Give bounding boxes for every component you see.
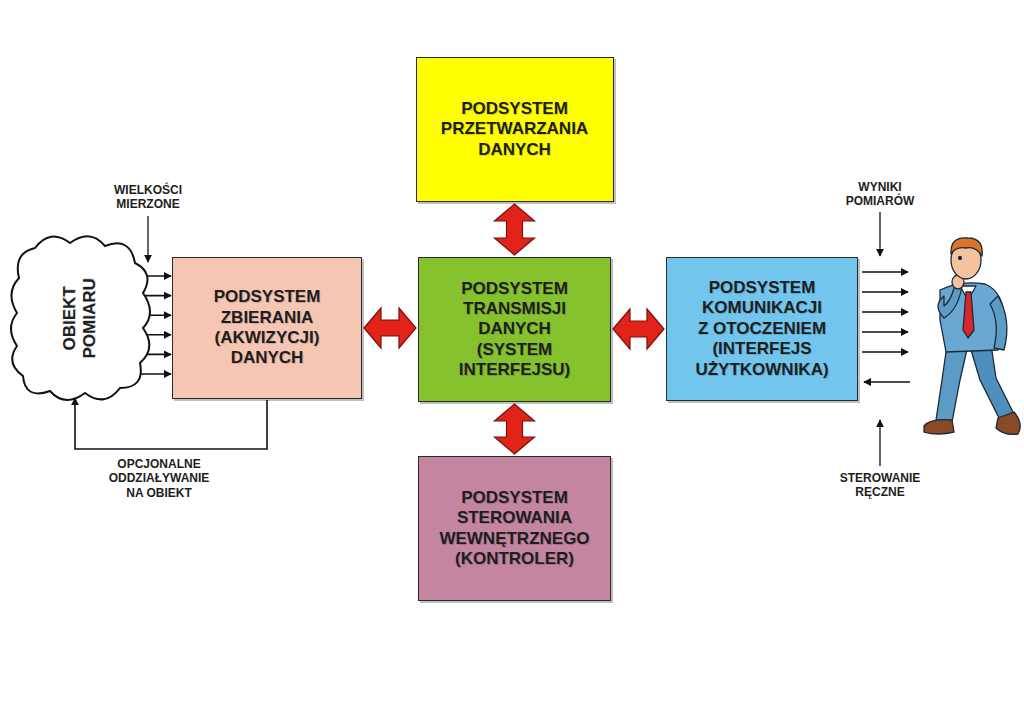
subsystem-box: PODSYSTEM PRZETWARZANIA DANYCH xyxy=(416,57,614,202)
result-arrow xyxy=(862,331,908,333)
cloud-shape xyxy=(11,236,150,400)
measured-object-cloud: OBIEKT POMIARU xyxy=(5,228,155,408)
measurement-arrow xyxy=(133,373,171,375)
subsystem-label: PODSYSTEM TRANSMISJI DANYCH (SYSTEM INTE… xyxy=(444,279,586,381)
block-arrow xyxy=(495,204,535,255)
measurement-arrow xyxy=(133,275,171,277)
subsystem-box: PODSYSTEM KOMUNIKACJI Z OTOCZENIEM (INTE… xyxy=(666,257,858,401)
subsystem-label: PODSYSTEM STEROWANIA WEWNĘTRZNEGO (KONTR… xyxy=(429,488,601,570)
callout-label: WIELKOŚCI MIERZONE xyxy=(103,183,193,212)
result-arrows xyxy=(862,272,910,382)
callout-label: STEROWANIE RĘCZNE xyxy=(835,471,925,500)
subsystem-box: PODSYSTEM STEROWANIA WEWNĘTRZNEGO (KONTR… xyxy=(418,456,611,601)
result-arrow xyxy=(862,271,908,273)
person-arm xyxy=(990,296,1007,350)
person-shoe xyxy=(996,412,1020,434)
control-arrow xyxy=(864,381,910,383)
measurement-arrow xyxy=(133,354,171,356)
cloud-outline xyxy=(5,228,155,408)
person-illustration xyxy=(924,238,1020,435)
feedback-line xyxy=(75,398,267,449)
subsystem-box: PODSYSTEM ZBIERANIA (AKWIZYCJI) DANYCH xyxy=(172,257,362,399)
subsystem-box: PODSYSTEM TRANSMISJI DANYCH (SYSTEM INTE… xyxy=(418,257,611,402)
leader-line xyxy=(879,420,880,466)
result-arrow xyxy=(862,291,908,293)
leader-line xyxy=(879,212,880,256)
block-arrow xyxy=(495,404,535,454)
result-arrow xyxy=(862,351,908,353)
subsystem-label: PODSYSTEM PRZETWARZANIA DANYCH xyxy=(426,99,604,160)
person-shoe xyxy=(924,420,954,434)
subsystem-label: PODSYSTEM ZBIERANIA (AKWIZYCJI) DANYCH xyxy=(201,287,333,369)
block-arrow xyxy=(364,308,416,348)
leader-line xyxy=(147,216,148,262)
subsystem-label: PODSYSTEM KOMUNIKACJI Z OTOCZENIEM (INTE… xyxy=(695,278,829,380)
measurement-arrow xyxy=(133,334,171,336)
block-arrow xyxy=(613,309,664,349)
measurement-arrow xyxy=(133,314,171,316)
person-hair xyxy=(951,238,982,256)
person-eye xyxy=(959,257,962,260)
result-arrow xyxy=(862,311,908,313)
callout-label: WYNIKI POMIARÓW xyxy=(835,180,925,209)
measurement-arrow xyxy=(133,295,171,297)
object-label: OBIEKT POMIARU xyxy=(60,254,101,382)
edge-label: OPCJONALNE ODDZIAŁYWANIE NA OBIEKT xyxy=(99,457,219,500)
person-tie xyxy=(963,292,974,338)
